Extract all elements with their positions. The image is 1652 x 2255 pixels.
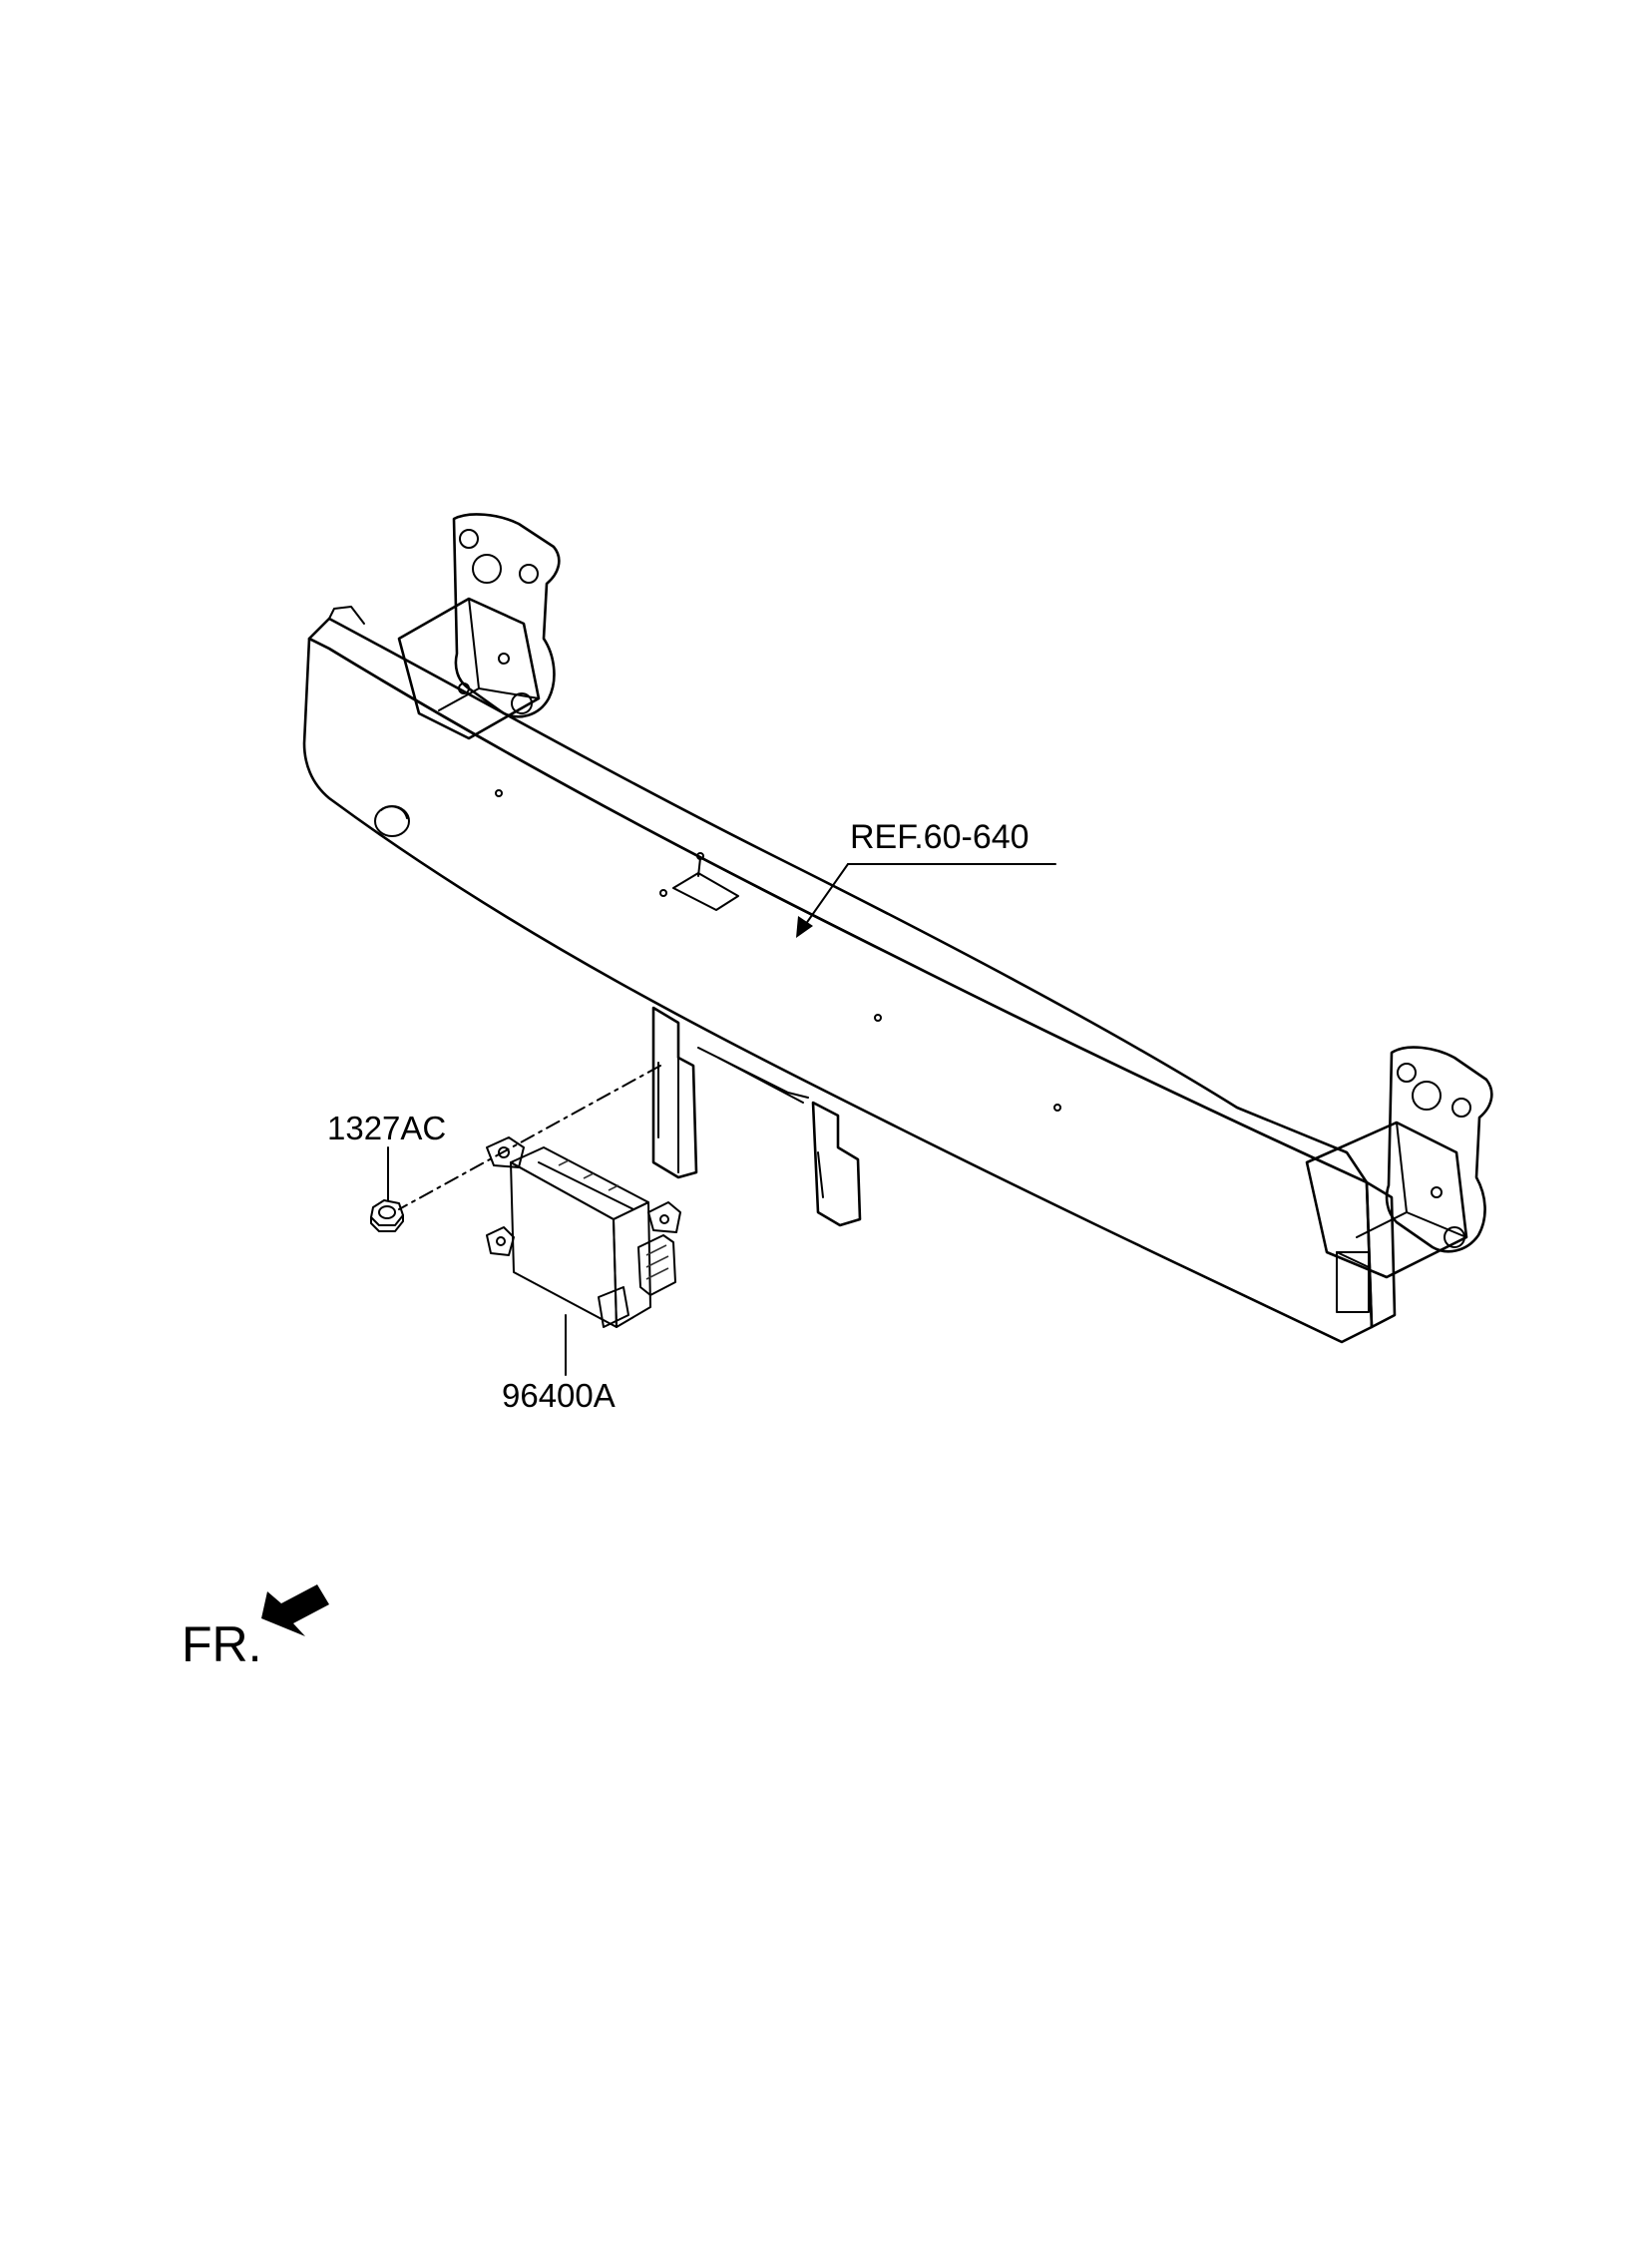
assembly-dash-line <box>398 1065 661 1210</box>
front-direction-indicator: FR. <box>182 1584 329 1672</box>
left-mounting-bracket <box>397 513 561 740</box>
sensor-mounting-bracket <box>651 1006 862 1227</box>
bumper-beam-assembly <box>302 513 1493 1344</box>
front-label: FR. <box>182 1616 262 1672</box>
ref-label: REF.60-640 <box>850 818 1030 856</box>
ref-leader <box>802 863 849 929</box>
ref-arrowhead <box>796 916 813 938</box>
module-part-number: 96400A <box>502 1377 616 1414</box>
right-mounting-bracket <box>1305 1046 1493 1279</box>
nut-part-number: 1327AC <box>327 1110 446 1146</box>
leader-lines <box>387 863 1056 1376</box>
bumper-beam <box>302 606 1397 1344</box>
flange-nut <box>370 1199 404 1232</box>
front-arrow-icon <box>261 1584 329 1636</box>
radar-sensor-module <box>486 1136 681 1328</box>
